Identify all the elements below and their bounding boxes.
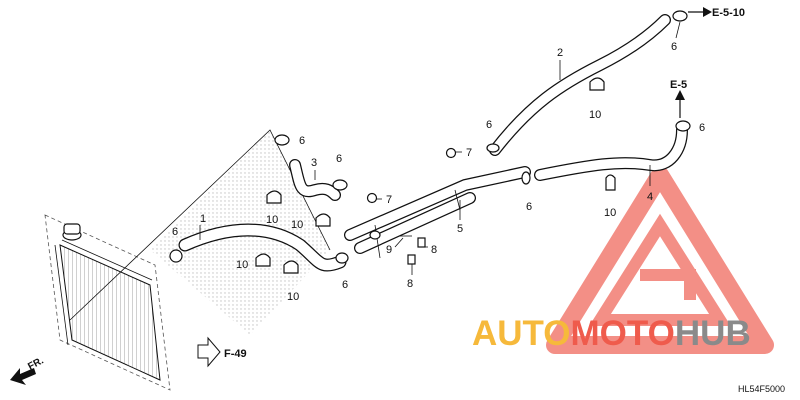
ref-e5-arrow <box>675 90 685 118</box>
front-label: FR. <box>26 355 46 372</box>
part-label-6a: 6 <box>299 135 305 147</box>
clamp-6-c <box>169 249 183 263</box>
ref-f49-label: F-49 <box>224 348 247 360</box>
clamp-6-f <box>521 171 531 185</box>
part-label-6g: 6 <box>671 41 677 53</box>
clips <box>255 77 616 274</box>
diagram-code: HL54F5000 <box>738 384 785 394</box>
watermark-text: AUTOMOTOHUB <box>472 314 751 353</box>
part-label-1: 1 <box>200 213 206 225</box>
watermark-word-a: AUTO <box>472 314 571 353</box>
clip-10-f <box>605 174 616 191</box>
fasteners <box>366 147 457 265</box>
bolt-8-b <box>417 237 426 248</box>
part-label-2: 2 <box>557 47 563 59</box>
clamp-6-d <box>335 252 349 264</box>
ref-f49-arrow <box>197 336 221 368</box>
part-label-6h: 6 <box>699 122 705 134</box>
clip-10-c <box>255 253 271 267</box>
part-label-6d: 6 <box>342 279 348 291</box>
watermark-word-b: MOTO <box>571 314 675 353</box>
bolt-8-a <box>407 254 416 265</box>
part-label-6b: 6 <box>336 153 342 165</box>
part-label-10e: 10 <box>589 109 601 121</box>
watermark-logo <box>546 166 774 354</box>
clamps <box>169 10 691 264</box>
part-label-10f: 10 <box>604 207 616 219</box>
bolt-7-b <box>366 192 378 204</box>
clamp-6-i <box>369 230 381 240</box>
part-label-10d: 10 <box>287 291 299 303</box>
clamp-6-g <box>672 10 688 22</box>
part-label-4: 4 <box>647 191 653 203</box>
clamp-6-h <box>675 120 691 132</box>
part-label-6e: 6 <box>486 119 492 131</box>
part-label-10c: 10 <box>236 259 248 271</box>
part-label-8a: 8 <box>407 278 413 290</box>
part-label-8b: 8 <box>431 244 437 256</box>
clip-10-b <box>315 213 331 227</box>
part-label-7a: 7 <box>466 147 472 159</box>
watermark-word-c: HUB <box>675 314 751 353</box>
part-label-7b: 7 <box>386 194 392 206</box>
part-label-6f: 6 <box>526 201 532 213</box>
part-label-9: 9 <box>386 244 392 256</box>
front-arrow-icon <box>10 368 36 385</box>
clip-10-e <box>589 77 605 91</box>
clamp-6-e <box>486 143 500 153</box>
part-label-5: 5 <box>457 223 463 235</box>
clamp-6-b <box>332 179 348 191</box>
part-label-10a: 10 <box>266 214 278 226</box>
ref-e5-label: E-5 <box>670 79 687 91</box>
part-label-10b: 10 <box>291 219 303 231</box>
clip-10-a <box>266 190 282 204</box>
ref-e510-arrow <box>688 7 712 17</box>
radiator <box>44 214 171 391</box>
part-label-3: 3 <box>311 157 317 169</box>
bolt-7-a <box>445 147 457 159</box>
clip-10-d <box>283 260 299 274</box>
part-label-6c: 6 <box>172 226 178 238</box>
ref-e510-label: E-5-10 <box>712 7 745 19</box>
clamp-6-a <box>274 134 290 146</box>
